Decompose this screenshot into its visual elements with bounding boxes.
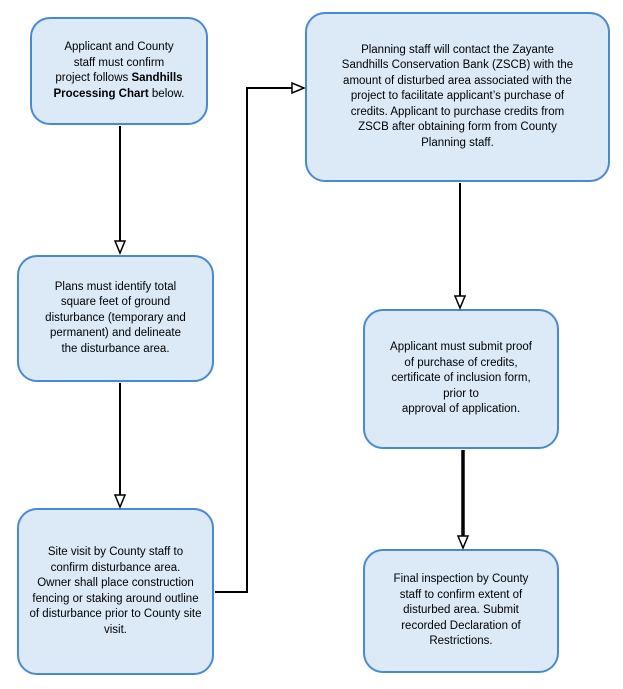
step-identify-disturbance-text: Plans must identify total square feet of… <box>45 280 186 355</box>
step-submit-proof-text: Applicant must submit proof of purchase … <box>390 341 532 416</box>
arrowhead-into-step5 <box>453 295 467 310</box>
step-contact-zscb-text: Planning staff will contact the Zayante … <box>341 43 574 149</box>
arrowhead-into-step6 <box>456 535 470 550</box>
sandhills-processing-chart-emphasis: Sandhills Processing Chart <box>53 72 183 100</box>
step-contact-zscb: Planning staff will contact the Zayante … <box>305 12 610 182</box>
step-1-text-after: below. <box>148 87 185 100</box>
step-1-text-before: Applicant and County staff must confirm … <box>55 41 174 84</box>
step-identify-disturbance: Plans must identify total square feet of… <box>17 255 214 382</box>
step-site-visit-text: Site visit by County staff to confirm di… <box>29 546 202 636</box>
step-final-inspection-text: Final inspection by County staff to conf… <box>393 573 529 648</box>
step-confirm-sandhills-chart-text: Applicant and County staff must confirm … <box>53 40 184 102</box>
step-final-inspection: Final inspection by County staff to conf… <box>363 549 559 673</box>
step-site-visit: Site visit by County staff to confirm di… <box>17 508 214 675</box>
step-confirm-sandhills-chart: Applicant and County staff must confirm … <box>30 17 208 125</box>
arrowhead-into-step2 <box>113 240 127 255</box>
arrowhead-into-step4 <box>291 81 306 95</box>
arrowhead-into-step3 <box>113 494 127 509</box>
connector-step3-to-step4 <box>215 87 292 593</box>
step-submit-proof: Applicant must submit proof of purchase … <box>363 309 559 449</box>
